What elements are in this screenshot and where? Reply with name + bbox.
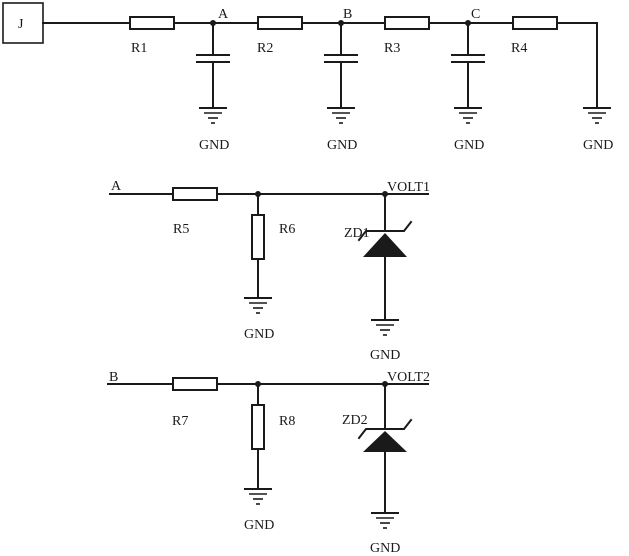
node-a-label: A (218, 7, 229, 22)
zener-diode-zd1 (357, 220, 413, 257)
ground-label: GND (454, 138, 484, 153)
resistor-r8-label: R8 (279, 414, 295, 429)
ground-label: GND (244, 327, 274, 342)
resistor-r4 (512, 16, 558, 30)
resistor-r7-label: R7 (172, 414, 188, 429)
resistor-r5 (172, 187, 218, 201)
divider-volt2: B R7 R8 GND VOLT2 ZD2 (107, 370, 430, 556)
ground-label: GND (370, 348, 400, 363)
ground-label: GND (370, 541, 400, 556)
ground-label: GND (199, 138, 229, 153)
ground-icon (244, 297, 272, 314)
resistor-r4-label: R4 (511, 41, 527, 56)
divider-volt1: A R5 R6 GND VOLT1 ZD1 (109, 179, 430, 363)
resistor-r1-label: R1 (131, 41, 147, 56)
ground-icon (583, 107, 611, 124)
node-c-label: C (471, 7, 480, 22)
resistor-r6-label: R6 (279, 222, 295, 237)
resistor-r8 (251, 404, 265, 450)
output-volt1-label: VOLT1 (387, 180, 430, 195)
resistor-r2 (257, 16, 303, 30)
capacitor-node-b (324, 20, 358, 109)
ground-icon (371, 512, 399, 529)
node-b-label: B (343, 7, 352, 22)
resistor-r3 (384, 16, 430, 30)
branch-input-label: A (111, 179, 122, 194)
zener-zd2-label: ZD2 (342, 413, 368, 428)
ground-label: GND (583, 138, 613, 153)
input-connector-j (2, 2, 44, 44)
resistor-r5-label: R5 (173, 222, 189, 237)
zener-zd1-label: ZD1 (344, 226, 370, 241)
capacitor-node-c (451, 20, 485, 109)
resistor-r3-label: R3 (384, 41, 400, 56)
resistor-r1 (129, 16, 175, 30)
ground-icon (199, 107, 227, 124)
capacitor-node-a (196, 20, 230, 109)
ground-icon (244, 488, 272, 505)
ground-label: GND (244, 518, 274, 533)
ground-label: GND (327, 138, 357, 153)
resistor-r7 (172, 377, 218, 391)
ground-icon (454, 107, 482, 124)
resistor-r6 (251, 214, 265, 260)
resistor-r2-label: R2 (257, 41, 273, 56)
rc-ladder: J R1 R2 R3 R4 A B C (2, 2, 613, 153)
branch-input-label: B (109, 370, 118, 385)
input-connector-label: J (18, 17, 24, 32)
ground-icon (371, 319, 399, 336)
ground-icon (327, 107, 355, 124)
zener-diode-zd2 (357, 418, 413, 452)
output-volt2-label: VOLT2 (387, 370, 430, 385)
